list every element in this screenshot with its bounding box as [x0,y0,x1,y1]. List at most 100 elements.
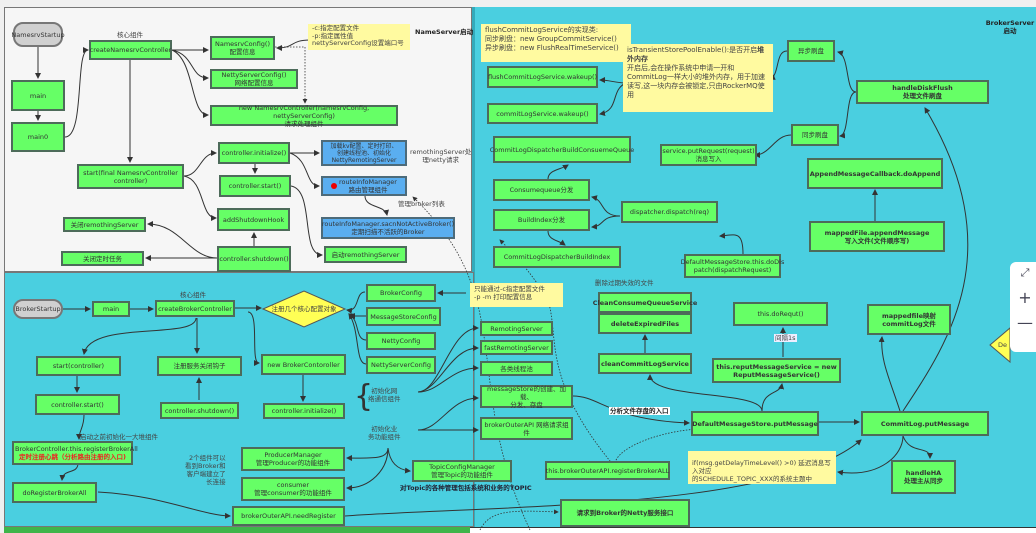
flush-wakeup-node[interactable]: flushCommitLogService.wakeup() [487,66,598,88]
transient-note: isTransientStorePoolEnable():是否开启堆外内存开启后… [623,44,773,112]
partial-diamond-label: De [998,341,1008,349]
add-shutdown-hook-node[interactable]: addShutdownHook [217,208,290,231]
broker-controller-start-node[interactable]: controller.start() [35,394,120,415]
do-dispatch-node[interactable]: DefaultMessageStore.this.doDis patch(dis… [681,254,784,278]
remoting-server-node[interactable]: RemotingServer [480,321,553,336]
create-broker-controller-node[interactable]: createBrokerController [155,300,235,317]
diamond-label[interactable]: 注册几个核心配置对象 [271,305,337,313]
netty-config-node[interactable]: NettyConfig [366,332,436,350]
thread-pools-node[interactable]: 各类线程池 [480,361,553,376]
broker-title: BrokerServer启动 [985,19,1035,35]
bottom-panel-strip [4,527,470,533]
index-dispatch-node[interactable]: BuildIndex分发 [493,209,590,231]
put-request-node[interactable]: service.putRequest(request) 消息写入 [660,144,757,166]
fit-screen-icon[interactable]: ⤢ [1020,266,1030,279]
producer-manager-node[interactable]: ProducerManager 管理Producer的功能组件 [241,447,345,471]
handle-ha-node[interactable]: handleHA 处理主从同步 [891,460,956,494]
entry-label: 分析文件存盘的入口 [609,407,670,415]
namesrv-config-node[interactable]: NamesrvConfig() 配置信息 [210,36,275,60]
main-node[interactable]: main [11,80,65,111]
delete-files-node[interactable]: deleteExpiredFiles [598,313,692,334]
zoom-widget: ⤢ + — [1010,262,1036,352]
dispatch-req-node[interactable]: dispatcher.dispatch(req) [621,201,718,223]
start-controller-node[interactable]: start(controller) [36,356,121,376]
fast-remoting-node[interactable]: fastRemotingServer [480,340,553,355]
close-timer-node[interactable]: 关闭定时任务 [61,251,144,266]
topic-text: 对Topic的各种管理包括系统和业务的TOPIC [400,484,532,492]
bottom-panel-strip-white [470,527,1036,533]
start-controller-node[interactable]: start(final NamesrvController controller… [77,164,184,189]
new-namesrv-controller-node[interactable]: new NamesrvController(namesrvConfig, net… [210,104,398,128]
init-net-text: 初始化网 络通信组件 [368,387,401,403]
two-components-text: 2个组件可以 看到Broker和 客户端建立了 长连接 [185,454,226,486]
message-store-node[interactable]: messageStore的创建、加载、 分发、存盘 [480,385,573,409]
start-remoting-node[interactable]: 启动remothingServer [324,246,407,263]
clean-cq-node[interactable]: CleanConsumeQueueService [593,292,697,313]
brace-icon: { [354,379,374,414]
outer-api-node[interactable]: brokerOuterAPI 网络请求组件 [480,417,573,440]
netty-server-config-node[interactable]: NettyServerConfig [366,356,436,374]
zoom-in-icon[interactable]: + [1018,288,1032,307]
main0-node[interactable]: main0 [11,122,65,152]
handle-disk-flush-node[interactable]: handleDiskFlush 处理文件刷盘 [856,80,989,104]
store-put-message-node[interactable]: DefaultMessageStore.putMessage [691,411,819,436]
async-flush-node[interactable]: 异步刷盘 [787,40,835,62]
note-text: isTransientStorePoolEnable():是否开启 [627,46,758,54]
netty-server-config-node[interactable]: NettyServerConfig() 网络配置信息 [210,69,298,89]
controller-initialize-node[interactable]: controller.initialize() [218,142,290,164]
commitlog-put-message-node[interactable]: CommitLog.putMessage [861,411,989,436]
consumer-manager-node[interactable]: consumer 管理consumer的功能组件 [241,477,345,501]
message-store-config-node[interactable]: MessageStoreConfig [366,307,441,326]
reput-service-node[interactable]: this.reputMessageService = new ReputMess… [712,358,841,383]
core-label: 核心组件 [117,31,143,39]
broker-startup-node[interactable]: BrokerStartup [13,299,63,319]
topic-config-manager-node[interactable]: TopicConfigManager 管理Topic的功能组件 [412,460,512,482]
note-bold: 堆外内存 [627,46,765,63]
manage-broker-text: 管理broker列表 [398,200,445,208]
do-register-node[interactable]: doRegisterBrokerAll [12,482,97,503]
do-append-node[interactable]: AppendMessageCallback.doAppend [807,158,943,189]
register-all-label: BrokerController.this.registerBrokerAll [15,445,138,453]
route-info-manager-label: routeInfoManager 路由管理组件 [339,178,397,194]
interval-label: 间隔1s [774,334,797,342]
config-note: -c:指定配置文件 -p:指定属性值 nettyServerConfig设置端口… [308,24,410,50]
sync-flush-node[interactable]: 同步刷盘 [791,124,839,146]
breakpoint-dot-icon [331,183,338,189]
commit-wakeup-node[interactable]: commitLogService.wakeup() [487,103,598,124]
broker-shutdown-node[interactable]: controller.shutdown() [160,402,239,419]
broker-main-node[interactable]: main [92,301,130,317]
config-note: 只能通过-c指定配置文件 -p -m 打印配置信息 [470,283,563,307]
register-all-red-label: 定时注册心跳（分析路由注册的入口) [19,453,126,461]
controller-shutdown-node[interactable]: controller.shutdown() [217,246,291,272]
cq-dispatch-node[interactable]: Consumequeue分发 [493,179,590,201]
init-biz-text: 初始化业 务功能组件 [368,425,401,441]
dispatcher-index-node[interactable]: CommitLogDispatcherBuildIndex [493,246,621,268]
register-hook-node[interactable]: 注册服务关闭钩子 [157,356,242,376]
broker-config-node[interactable]: BrokerConfig [366,284,436,302]
route-info-manager-node[interactable]: routeInfoManager 路由管理组件 [321,176,407,196]
zoom-out-icon[interactable]: — [1017,313,1033,332]
do-reput-node[interactable]: this.doRequt() [733,302,828,326]
netty-request-node[interactable]: 请求到Broker的Netty服务接口 [560,499,690,527]
append-message-node[interactable]: mappedFile.appendMessage 写入文件(文件顺序写) [809,221,945,252]
init-detail-node[interactable]: 加载kv配置、定时打印、 创建线程池、初始化 NettyRemotingServ… [321,140,407,166]
clean-commitlog-node[interactable]: cleanCommitLogService [598,353,692,374]
register-broker-all-api-node[interactable]: this.brokerOuterAPI.registerBrokerALL [545,461,670,480]
controller-start-node[interactable]: controller.start() [219,175,291,197]
scan-broker-node[interactable]: routeInfoManager.sacnNotActiveBroker() 定… [321,217,455,239]
close-remoting-node[interactable]: 关闭remothingServer [63,217,146,232]
new-broker-controller-node[interactable]: new BrokerContoroller [261,354,346,375]
create-namesrv-controller-node[interactable]: createNamesrvController [89,40,172,60]
namesrv-startup-node[interactable]: NamesrvStartup [11,22,65,47]
need-register-node[interactable]: brokerOuterAPI.needRegister [232,506,345,526]
init-before-text: 启动之前初始化一大堆组件 [80,433,158,441]
delay-note: if(msg.getDelayTimeLevel() >0) 延迟消息写入对应 … [688,451,836,484]
dispatcher-cq-node[interactable]: CommitLogDispatcherBuildConsuemeQueue [490,136,634,163]
delete-expired-text: 删除过期失效的文件 [595,279,654,287]
broker-core-label: 核心组件 [180,291,206,299]
mapped-file-node[interactable]: mappedfile映射 commitLog文件 [867,304,951,335]
remoting-server-text: remothingServer处 理netty请求 [410,148,472,164]
broker-initialize-node[interactable]: controller.initialize() [263,403,345,419]
